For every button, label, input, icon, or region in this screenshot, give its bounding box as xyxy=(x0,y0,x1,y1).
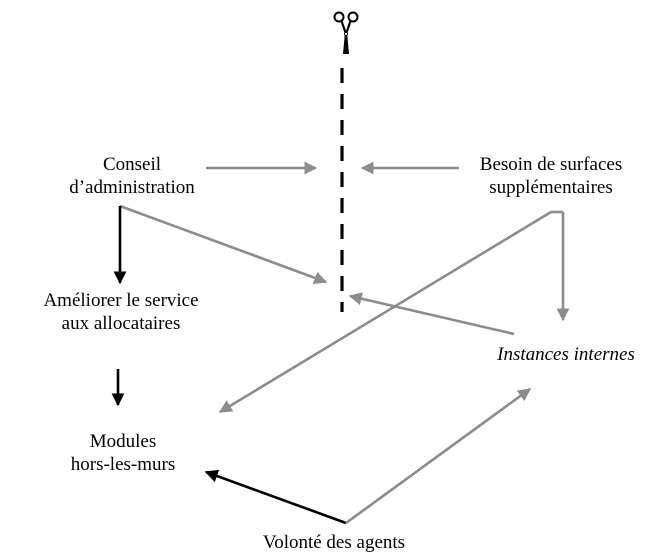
node-modules-line-2: hors-les-murs xyxy=(70,454,176,475)
arrow-volonte-to-modules xyxy=(204,469,347,525)
arrow-instances-to-barrier xyxy=(348,292,515,336)
node-conseil-line-1: Conseil xyxy=(102,154,162,175)
node-besoin-surfaces: Besoin de surfaces supplémentaires xyxy=(458,153,644,199)
arrow-volonte-to-instances xyxy=(345,387,532,525)
node-besoin-line-1: Besoin de surfaces xyxy=(479,154,623,175)
node-instances-line-1: Instances internes xyxy=(497,344,635,365)
node-instances-internes: Instances internes xyxy=(488,343,644,366)
arrow-conseil-to-barrier-diagonal xyxy=(119,204,328,285)
node-conseil-line-2: d’administration xyxy=(69,177,195,198)
node-ameliorer-line-2: aux allocataires xyxy=(61,313,181,334)
node-ameliorer-line-1: Améliorer le service xyxy=(43,290,199,311)
node-conseil-administration: Conseil d’administration xyxy=(57,153,207,199)
node-modules-line-1: Modules xyxy=(89,431,157,452)
node-ameliorer-service: Améliorer le service aux allocataires xyxy=(10,289,232,335)
node-modules-hors-les-murs: Modules hors-les-murs xyxy=(48,430,198,476)
node-volonte-line-1: Volonté des agents xyxy=(262,532,406,553)
arrow-besoin-to-modules xyxy=(218,210,552,414)
node-volonte-agents: Volonté des agents xyxy=(234,531,434,554)
node-besoin-line-2: supplémentaires xyxy=(489,177,613,198)
scissors-icon xyxy=(333,11,359,54)
